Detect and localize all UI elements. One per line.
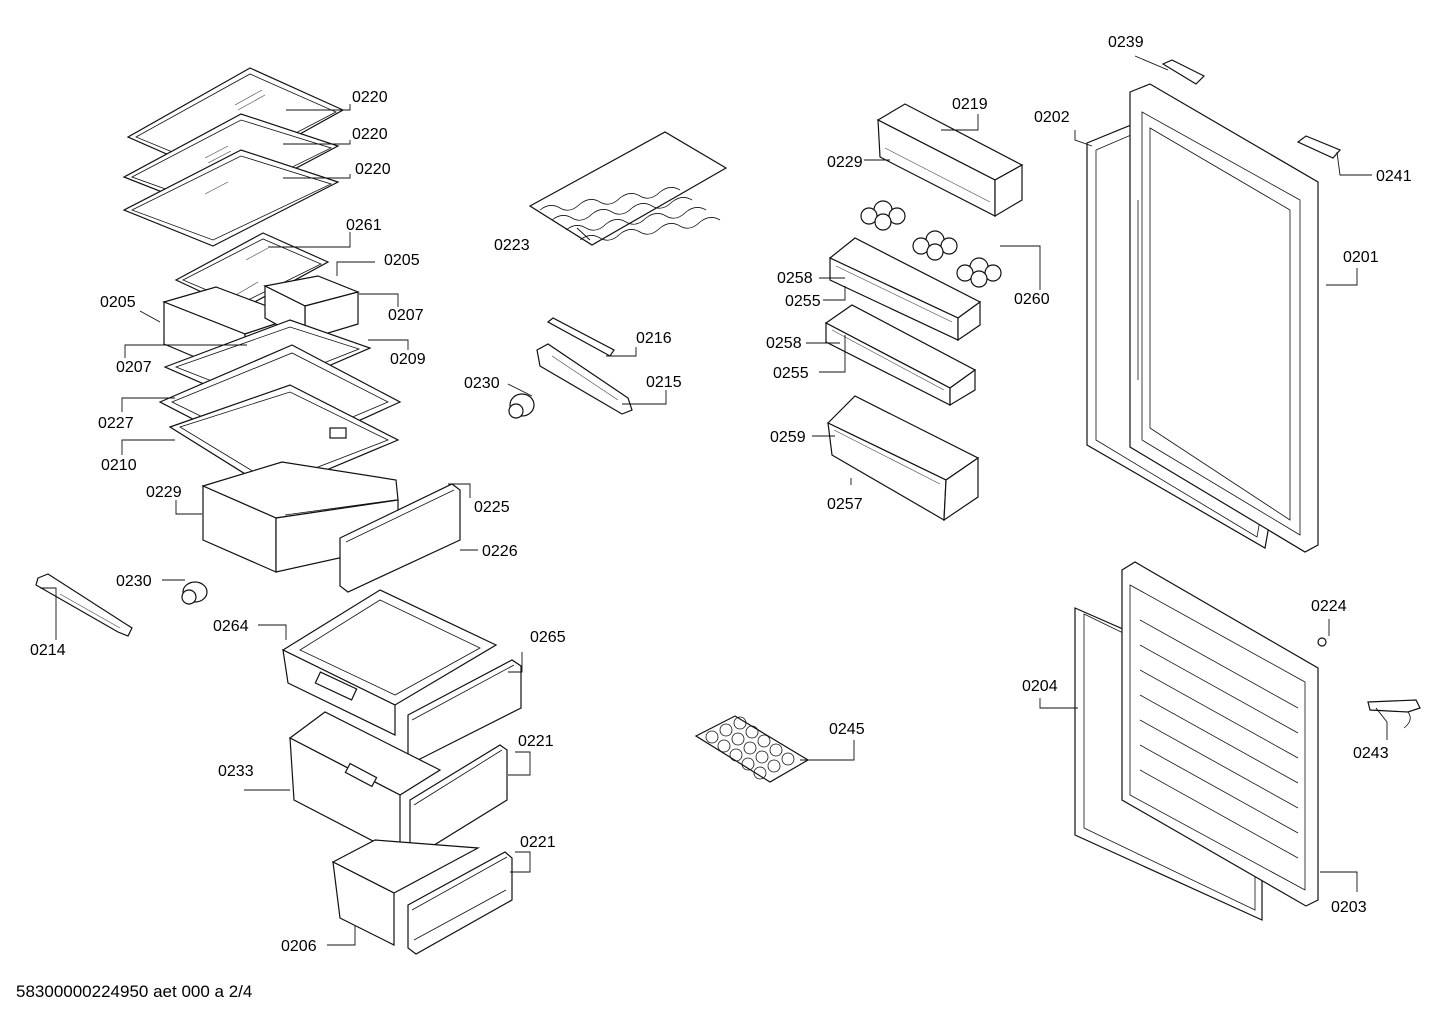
label-0207-b: 0207: [116, 359, 152, 376]
label-0229-b: 0229: [827, 154, 863, 171]
label-0257: 0257: [827, 496, 863, 513]
label-0201: 0201: [1343, 249, 1379, 266]
glass-shelf-lower: [122, 149, 340, 247]
guide-rail-left: [35, 573, 133, 637]
label-0221-b: 0221: [520, 834, 556, 851]
drawer-front-middle: [409, 744, 508, 856]
label-0241: 0241: [1376, 168, 1412, 185]
label-0203: 0203: [1331, 899, 1367, 916]
label-0226: 0226: [482, 543, 518, 560]
part-labels: 0220 0220 0220 0261 0205 0205 0207 0207 …: [30, 34, 1412, 955]
label-0230-b: 0230: [464, 375, 500, 392]
freezer-drawer-upper: [281, 589, 498, 736]
door-bin-bottom: [826, 395, 980, 522]
freezer-drawer-bottom: [331, 839, 481, 946]
door-bin-top: [876, 103, 1024, 218]
leader-lines: [40, 55, 1388, 946]
door-pin: [1317, 637, 1327, 647]
rail-cover: [546, 317, 615, 357]
label-0204: 0204: [1022, 678, 1058, 695]
label-0264: 0264: [213, 618, 249, 635]
door-bin-middle: [824, 304, 977, 407]
door-handle: [1367, 699, 1421, 729]
label-0214: 0214: [30, 642, 66, 659]
egg-tray: [694, 715, 810, 783]
freezer-door: [1121, 561, 1319, 907]
label-0258-a: 0258: [777, 270, 813, 287]
label-0223: 0223: [494, 237, 530, 254]
label-0219: 0219: [952, 96, 988, 113]
label-0230-a: 0230: [116, 573, 152, 590]
label-0245: 0245: [829, 721, 865, 738]
label-0227: 0227: [98, 415, 134, 432]
roller-center: [508, 393, 535, 419]
label-0258-b: 0258: [766, 335, 802, 352]
label-0206: 0206: [281, 938, 317, 955]
label-0209: 0209: [390, 351, 426, 368]
label-0220-a: 0220: [352, 89, 388, 106]
label-0260: 0260: [1014, 291, 1050, 308]
door-bin-upper: [828, 237, 982, 342]
label-0216: 0216: [636, 330, 672, 347]
label-0224: 0224: [1311, 598, 1347, 615]
fridge-door: [1129, 83, 1319, 553]
label-0233: 0233: [218, 763, 254, 780]
wine-rack: [528, 131, 728, 246]
label-0265: 0265: [530, 629, 566, 646]
label-0221-a: 0221: [518, 733, 554, 750]
drawing-id: 58300000224950 aet 000 a 2/4: [16, 982, 253, 1001]
drawer-front-bottom: [407, 851, 513, 955]
label-0259: 0259: [770, 429, 806, 446]
crisper-cover: [168, 384, 400, 493]
hinge-cover-top: [1161, 59, 1206, 85]
crisper-box: [201, 461, 399, 573]
label-0205-b: 0205: [100, 294, 136, 311]
label-0261: 0261: [346, 217, 382, 234]
label-0210: 0210: [101, 457, 137, 474]
label-0202: 0202: [1034, 109, 1070, 126]
label-0229-a: 0229: [146, 484, 182, 501]
label-0215: 0215: [646, 374, 682, 391]
egg-holders: [860, 200, 1002, 288]
label-0243: 0243: [1353, 745, 1389, 762]
label-0255-a: 0255: [785, 293, 821, 310]
label-0220-c: 0220: [355, 161, 391, 178]
hinge-cover-right: [1296, 135, 1342, 159]
label-0255-b: 0255: [773, 365, 809, 382]
roller-left: [181, 581, 208, 605]
label-0207-a: 0207: [388, 307, 424, 324]
label-0205-a: 0205: [384, 252, 420, 269]
label-0239: 0239: [1108, 34, 1144, 51]
label-0220-b: 0220: [352, 126, 388, 143]
guide-rail-center: [536, 343, 633, 415]
label-0225: 0225: [474, 499, 510, 516]
